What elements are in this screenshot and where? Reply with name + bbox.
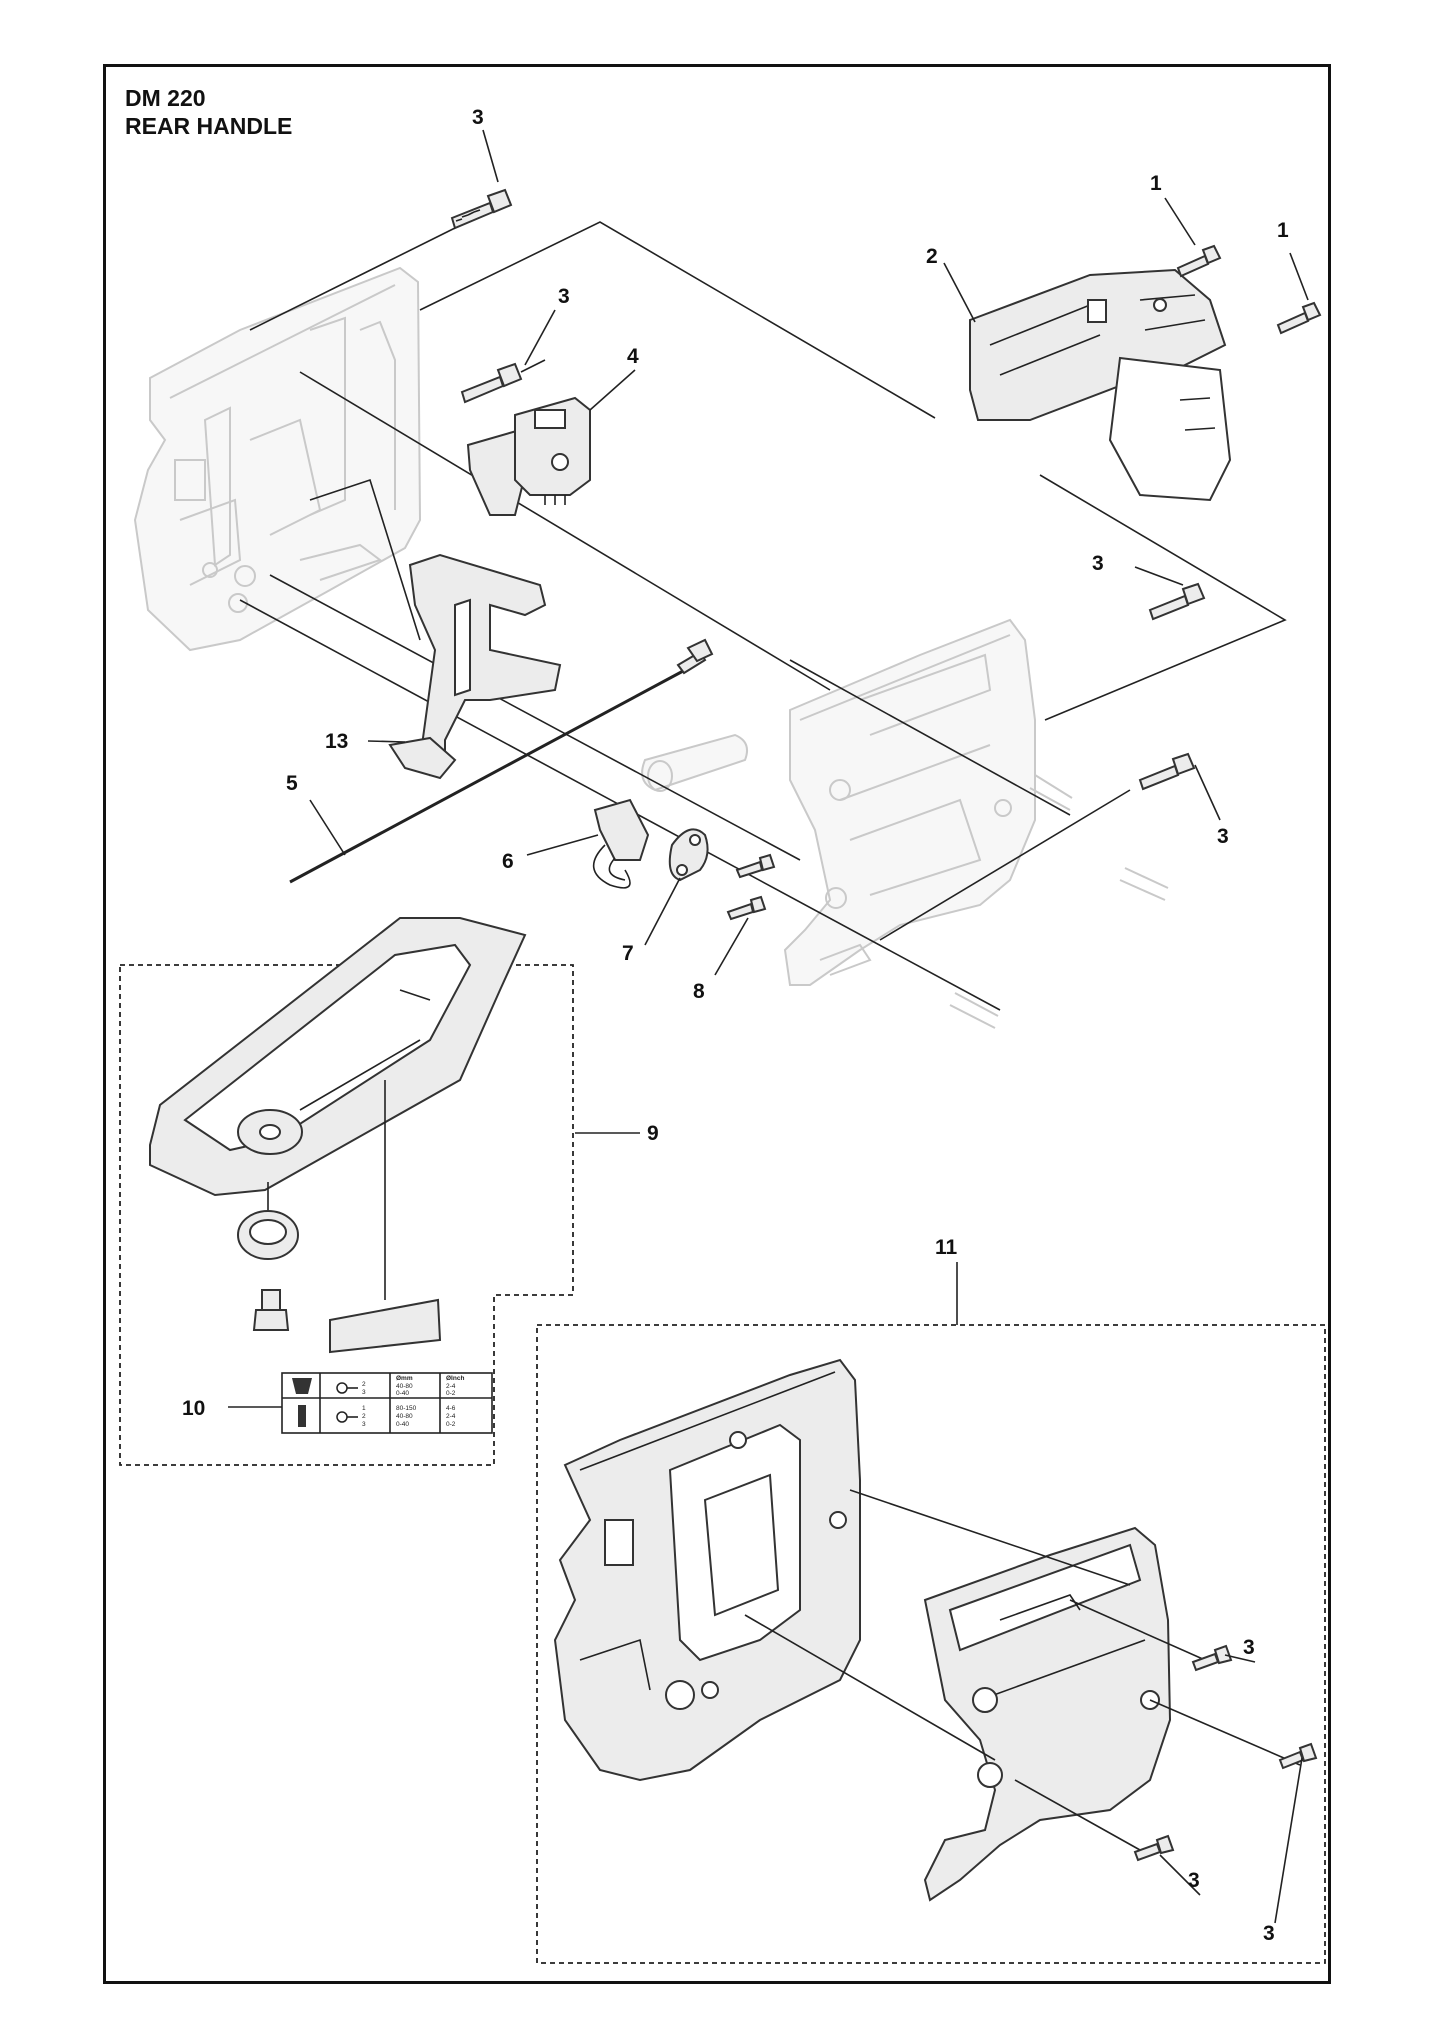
box11-screw-right [1278, 1742, 1318, 1770]
callout-3-top: 3 [472, 106, 484, 129]
callout-8: 8 [693, 980, 705, 1003]
callout-6: 6 [502, 850, 514, 873]
clamp-part-7 [668, 828, 709, 882]
row2-key-b: 2 [362, 1413, 366, 1420]
kit-9-dashed-box [119, 964, 574, 1466]
rear-handle-assembly-left [553, 1358, 861, 1782]
callout-2: 2 [926, 245, 938, 268]
callout-10: 10 [182, 1397, 205, 1420]
row1-inch-b: 0-2 [446, 1390, 456, 1397]
row2-mm-a: 80-150 [396, 1405, 417, 1412]
screw-3-upper-middle [460, 359, 546, 404]
row2-mm-c: 0-40 [396, 1421, 409, 1428]
callout-3-right: 3 [1092, 552, 1104, 575]
screw-3-right-lower [1138, 752, 1196, 791]
row2-key-c: 3 [362, 1421, 366, 1428]
callout-3-upper-middle: 3 [558, 285, 570, 308]
kit-11-dashed-box [536, 1324, 1326, 1964]
row1-mm-a: 40-80 [396, 1383, 413, 1390]
ghost-screws [789, 659, 1169, 1029]
callout-3-box11-upper: 3 [1243, 1636, 1255, 1659]
row2-key-a: 1 [362, 1405, 366, 1412]
screw-1-left [1176, 244, 1222, 278]
callout-11: 11 [935, 1236, 958, 1259]
row1-key-a: 2 [362, 1381, 366, 1388]
row2-inch-c: 0-2 [446, 1421, 456, 1428]
throttle-trigger-part-13 [388, 553, 562, 780]
small-screw-8 [726, 895, 767, 921]
screw-3-top [249, 188, 513, 331]
switch-part-4 [466, 396, 591, 516]
callout-3-box11-right: 3 [1263, 1922, 1275, 1945]
callout-leaders [228, 129, 1309, 1924]
knob-disc [237, 1182, 299, 1260]
decal-strip [329, 1080, 442, 1354]
connector-part-6 [592, 798, 650, 889]
throttle-rod-part-5 [289, 638, 714, 884]
rear-handle-left-half-ghost [133, 266, 422, 652]
row2-inch-a: 4-6 [446, 1405, 456, 1412]
callout-7: 7 [622, 942, 634, 965]
screw-3-right-middle [1148, 582, 1206, 621]
heat-shield-part-9 [149, 917, 527, 1197]
decal-table-part-10: 2 3 Ømm 40-80 0-40 ØInch 2-4 0-2 1 2 3 8… [281, 1372, 493, 1434]
callout-5: 5 [286, 772, 298, 795]
section-name: REAR HANDLE [125, 113, 293, 139]
small-screw-a [735, 853, 776, 879]
rear-handle-right-half-ghost [641, 618, 1036, 986]
header-inch: ØInch [446, 1375, 464, 1382]
callout-1-right: 1 [1277, 219, 1289, 242]
screw-1-right [1276, 301, 1322, 335]
header-mm: Ømm [396, 1375, 413, 1382]
drawing-frame [103, 64, 1331, 1984]
callout-13: 13 [325, 730, 348, 753]
page-title: DM 220 REAR HANDLE [125, 84, 292, 140]
callout-3-box11-lower: 3 [1188, 1869, 1200, 1892]
row2-inch-b: 2-4 [446, 1413, 456, 1420]
callout-3-right-lower: 3 [1217, 825, 1229, 848]
callout-4: 4 [627, 345, 639, 368]
row1-key-b: 3 [362, 1389, 366, 1396]
rear-handle-assembly-right [923, 1526, 1172, 1902]
callout-9: 9 [647, 1122, 659, 1145]
row1-inch-a: 2-4 [446, 1383, 456, 1390]
callout-1-left: 1 [1150, 172, 1162, 195]
knob-screw [252, 1289, 290, 1331]
box11-screw-upper [1191, 1644, 1233, 1672]
row2-mm-b: 40-80 [396, 1413, 413, 1420]
model-name: DM 220 [125, 85, 206, 111]
cover-part-2 [969, 268, 1232, 502]
row1-mm-b: 0-40 [396, 1390, 409, 1397]
box11-screw-lower [1133, 1834, 1175, 1862]
